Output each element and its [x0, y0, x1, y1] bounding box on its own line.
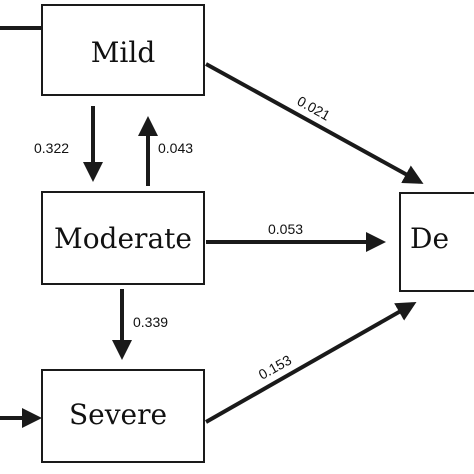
arrow-mild-to-death — [205, 62, 424, 184]
node-severe-label: Severe — [69, 398, 167, 431]
node-mild-label: Mild — [91, 36, 156, 69]
node-moderate: Moderate — [41, 191, 205, 285]
node-death-label: De — [410, 222, 449, 255]
label-moderate-to-severe: 0.339 — [133, 314, 168, 330]
label-mild-to-death: 0.021 — [295, 93, 334, 124]
label-mild-to-moderate: 0.322 — [34, 140, 69, 156]
node-death: De — [399, 192, 474, 292]
node-severe: Severe — [41, 369, 205, 463]
arrow-severe-to-death — [205, 302, 417, 424]
label-moderate-to-death: 0.053 — [268, 221, 303, 237]
node-mild: Mild — [41, 4, 205, 96]
node-moderate-label: Moderate — [54, 222, 192, 255]
label-moderate-to-mild: 0.043 — [158, 140, 193, 156]
label-severe-to-death: 0.153 — [256, 352, 295, 383]
